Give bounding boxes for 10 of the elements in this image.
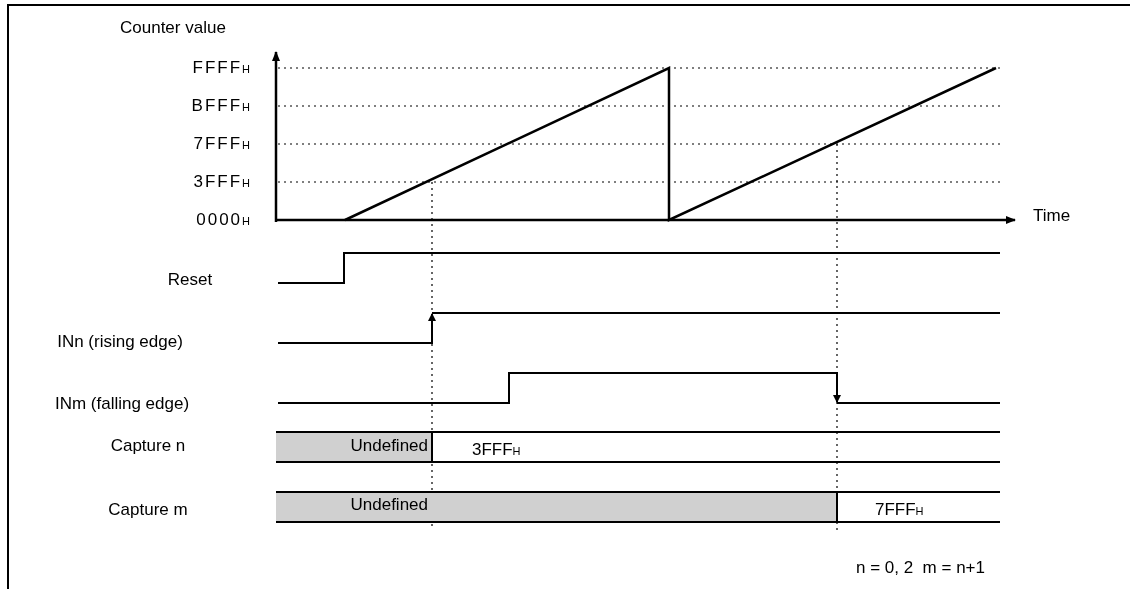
bus-value: Undefined: [350, 436, 428, 456]
signal-label: INm (falling edge): [54, 394, 190, 414]
axis-title: Counter value: [120, 18, 226, 38]
signal-label: Capture n: [110, 436, 186, 456]
bus-value: Undefined: [350, 495, 428, 515]
footnote-text: n = 0, 2 m = n+1: [856, 558, 985, 578]
signal-label: INn (rising edge): [57, 332, 183, 352]
signal-label: Reset: [167, 270, 213, 290]
signal-label: Capture m: [108, 500, 188, 520]
axis-title: Time: [1033, 206, 1071, 226]
